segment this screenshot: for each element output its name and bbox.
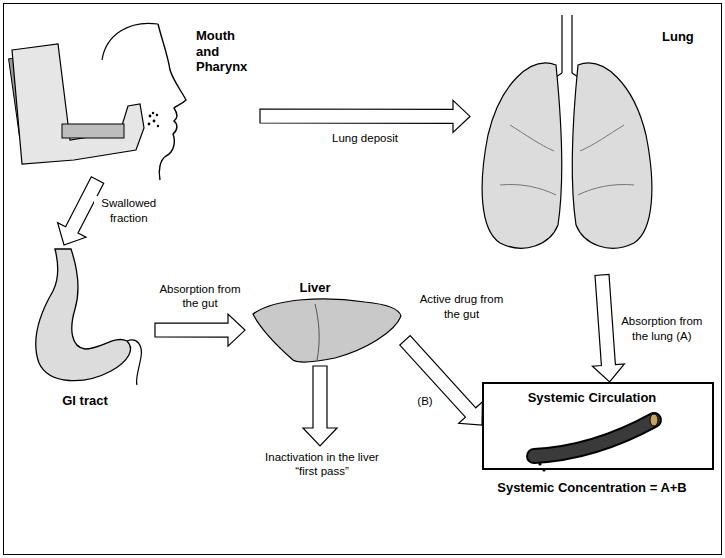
node-label: Systemic Circulation — [484, 390, 700, 406]
node-label: Mouth and Pharynx — [196, 28, 256, 75]
node-label: Lung — [662, 29, 706, 45]
node-label: Systemic Concentration = A+B — [474, 480, 710, 496]
illustration — [10, 20, 260, 180]
mouth-pharynx: Mouth and Pharynx — [10, 20, 260, 180]
edge-label: Absorption from the gut — [152, 282, 248, 311]
lung: Lung — [470, 15, 710, 275]
note-label: Inactivation in the liver “first pass” — [262, 450, 382, 479]
illustration — [470, 15, 710, 275]
border — [4, 4, 722, 555]
node-label: Liver — [285, 280, 345, 296]
illustration — [15, 245, 155, 415]
block-arrow — [400, 336, 483, 426]
edge-label: Lung deposit — [308, 131, 422, 145]
callout-letter: (B) — [408, 394, 442, 408]
block-arrow — [260, 100, 470, 132]
node-label: GI tract — [35, 393, 135, 409]
gi-tract: GI tract — [15, 245, 155, 415]
liver: Liver — [245, 280, 405, 365]
edge-label: Swallowed fraction — [94, 196, 164, 225]
block-arrow — [155, 314, 245, 346]
edge-label: Absorption from the lung (A) — [618, 314, 706, 343]
systemic-circulation-box: Systemic CirculationSystemic Concentrati… — [482, 382, 714, 470]
inactivation-arrow — [303, 366, 337, 446]
edge-label: Active drug from the gut — [410, 292, 514, 321]
